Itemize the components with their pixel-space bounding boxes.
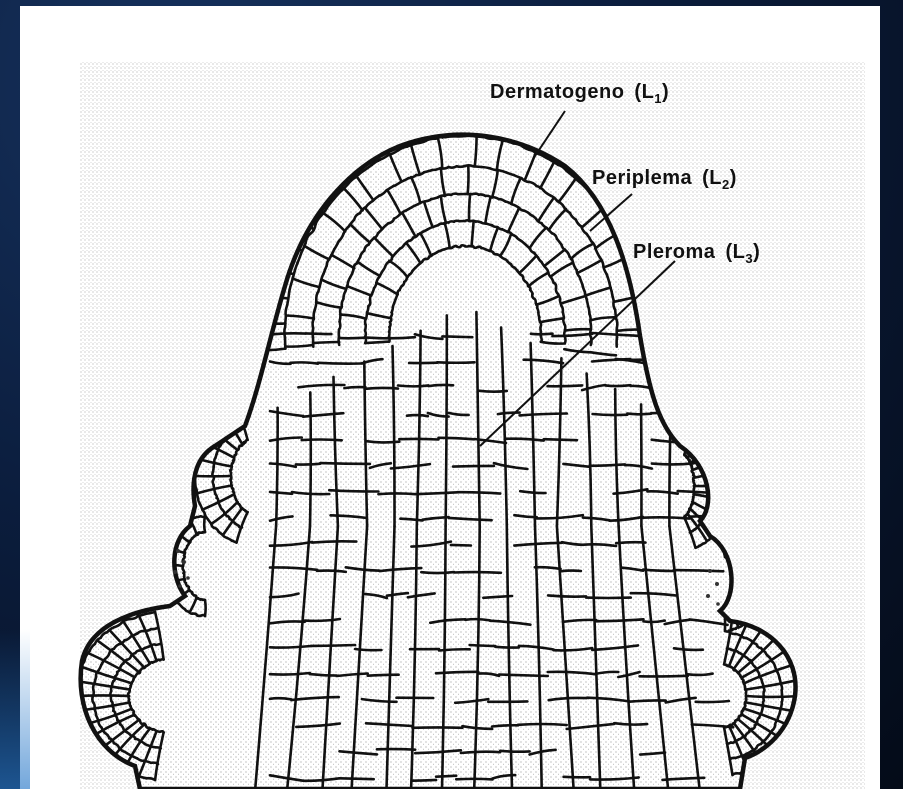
cell-wall [652,463,694,464]
cell-wall [439,649,470,650]
cell-wall [75,704,76,712]
cell-wall [355,649,381,650]
cell-wall [365,388,398,389]
cell-wall [313,342,339,343]
cell-wall [75,696,76,704]
cell-wall [291,362,318,363]
cell-wall [296,464,321,465]
cell-wall [311,645,355,646]
cell-wall [77,712,79,720]
cell-wall [407,415,428,416]
cell-wall [367,337,415,338]
cell-wall [561,571,581,572]
cell-wall [643,517,690,518]
cell-wall [368,675,399,676]
cell-wall [302,439,342,440]
cell-wall [495,647,519,648]
cell-wall [344,387,365,388]
cell-wall [378,493,415,494]
cell-wall [593,414,628,415]
cell-wall [442,336,472,337]
cell-wall [500,751,529,752]
cell-wall [75,680,76,688]
cell-wall [616,542,645,543]
cell-wall [310,392,311,526]
cell-wall [461,752,500,753]
cell-wall [270,646,311,648]
cell-wall [270,333,306,334]
cell-wall [688,674,713,675]
cell-wall [605,385,630,386]
cell-wall [629,700,665,701]
cell-wall [317,571,346,572]
cell-wall [398,385,428,386]
cell-wall [674,570,724,571]
cell-wall [151,628,158,629]
cell-wall [627,414,651,415]
cell-wall [478,391,506,392]
cell-wall [451,545,471,546]
label-periplema: Periplema(L2) [592,167,737,192]
cell-wall [565,329,591,330]
cell-wall [313,319,314,328]
cell-wall [312,541,356,542]
cell-wall [746,696,800,697]
cell-wall [436,672,478,674]
cell-wall [428,385,453,386]
cell-wall [413,780,436,781]
cell-wall [470,645,496,646]
cell-wall [318,363,362,364]
cell-wall [492,725,518,726]
cell-wall [439,438,475,440]
cell-wall [696,701,729,702]
label-pleroma: Pleroma(L3) [633,241,760,266]
cell-wall [454,572,501,573]
cell-wall [456,779,492,780]
cell-wall [544,439,577,440]
cell-wall [457,492,500,493]
cell-wall [548,385,583,386]
cell-wall [616,319,617,328]
cell-wall [270,698,291,699]
cell-wall [548,595,586,596]
cell-wall [531,334,553,335]
cell-wall [436,776,456,777]
cell-wall [421,572,454,573]
cell-wall [270,673,310,675]
cell-wall [468,166,469,194]
cell-wall [365,342,389,344]
cell-wall [446,315,447,526]
cell-wall [339,338,365,339]
cell-wall [340,778,374,779]
cell-wall [453,466,494,467]
cell-wall [155,644,161,645]
cell-wall [205,600,206,616]
label-dermatogeno: Dermatogeno(L1) [490,81,669,106]
cell-wall [285,316,286,327]
cell-wall [146,612,155,614]
cell-wall [590,464,625,465]
cell-wall [643,570,674,571]
cell-wall [329,490,378,491]
cell-wall [564,777,591,778]
cell-wall [614,723,647,724]
cell-wall [367,441,400,442]
cell-wall [469,194,470,221]
shoot-apex-diagram: Dermatogeno(L1) Periplema(L2) Pleroma(L3… [20,6,880,789]
cell-wall [640,676,688,677]
cell-wall [399,439,438,440]
cell-wall [310,674,337,676]
cell-wall [377,749,415,750]
cell-wall [465,619,490,620]
cell-wall [483,596,512,598]
cell-wall [320,463,370,464]
cell-wall [204,516,205,532]
cell-wall [499,675,548,677]
diagram-figure: Dermatogeno(L1) Periplema(L2) Pleroma(L3… [20,6,880,789]
cell-wall [75,688,76,696]
cell-wall [644,621,665,622]
cell-wall [518,724,567,725]
cell-wall [306,333,332,334]
